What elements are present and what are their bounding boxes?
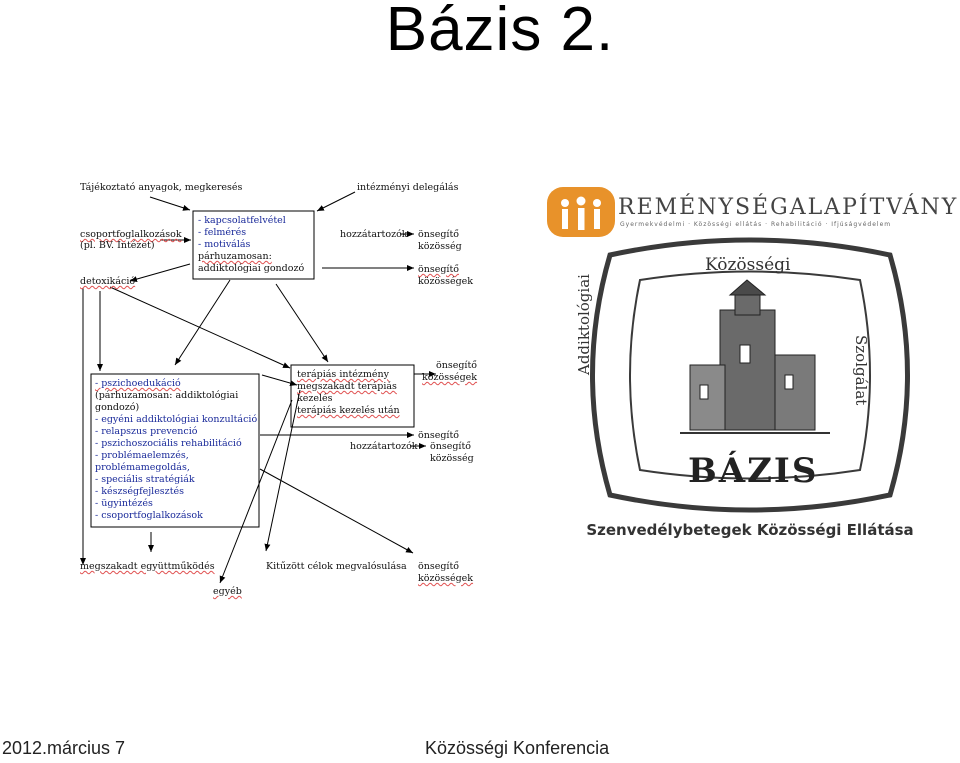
- footer-event: Közösségi Konferencia: [425, 738, 610, 758]
- main-item: - ügyintézés: [95, 498, 153, 509]
- footer-date: 2012.március 7: [2, 738, 126, 758]
- slide-title: Bázis 2.: [385, 0, 615, 64]
- therapy-item: terápiás intézmény: [297, 369, 390, 380]
- selfhelp-label: közösségek: [418, 276, 474, 287]
- main-box-border: [90, 373, 260, 528]
- selfhelp-label: önsegítő: [418, 561, 459, 572]
- goals-achieved-label: Kitűzött célok megvalósulása: [266, 561, 407, 572]
- intake-item: addiktológiai gondozó: [198, 263, 305, 274]
- seal-top-text: Közösségi: [705, 255, 791, 275]
- main-item: (párhuzamosan: addiktológiai: [95, 390, 239, 401]
- foundation-logo: REMÉNYSÉGALAPÍTVÁNY Gyermekvédelmi · Köz…: [540, 175, 960, 555]
- therapy-item: kezelés: [297, 393, 333, 404]
- selfhelp-label: önsegítő: [418, 264, 459, 275]
- selfhelp-label: közösség: [430, 453, 474, 464]
- selfhelp-label: önsegítő: [418, 229, 459, 240]
- main-item: - speciális stratégiák: [95, 474, 195, 485]
- therapy-item: megszakadt terápiás: [297, 381, 397, 392]
- info-materials-label: Tájékoztató anyagok, megkeresés: [80, 182, 243, 193]
- selfhelp-label: közösségek: [418, 573, 474, 584]
- relatives-label: hozzátartozók: [340, 229, 408, 240]
- foundation-emblem-icon: [547, 187, 615, 237]
- other-label: egyéb: [213, 586, 242, 597]
- therapy-box-border: [290, 364, 415, 428]
- selfhelp-label: önsegítő: [436, 360, 477, 371]
- institutional-delegation-label: intézményi delegálás: [357, 182, 459, 193]
- service-name: Szenvedélybetegek Közösségi Ellátása: [586, 521, 914, 539]
- detox-label: detoxikáció: [80, 276, 136, 287]
- bazis-seal-icon: [590, 237, 910, 513]
- selfhelp-label: önsegítő: [418, 430, 459, 441]
- main-item: - készségfejlesztés: [95, 486, 185, 497]
- main-item: - problémaelemzés,: [95, 450, 189, 461]
- seal-left-text: Addiktológiai: [575, 274, 593, 375]
- intake-item: párhuzamosan:: [198, 251, 272, 262]
- seal-bottom-text: BÁZIS: [688, 451, 819, 491]
- therapy-item: terápiás kezelés után: [297, 405, 400, 416]
- main-item: gondozó): [95, 402, 140, 413]
- main-item: - relapszus prevenció: [95, 426, 198, 437]
- main-item: - csoportfoglalkozások: [95, 510, 203, 521]
- main-item: problémamegoldás,: [95, 462, 190, 473]
- selfhelp-label: közösségek: [422, 372, 478, 383]
- main-item: - egyéni addiktológiai konzultáció: [95, 414, 258, 425]
- intake-item: - motiválás: [198, 239, 251, 250]
- broken-cooperation-label: megszakadt együttműködés: [80, 561, 215, 572]
- group-sessions-label: csoportfoglalkozások: [80, 229, 182, 240]
- foundation-name: REMÉNYSÉGALAPÍTVÁNY: [618, 195, 959, 220]
- foundation-tagline: Gyermekvédelmi · Közösségi ellátás · Reh…: [620, 221, 892, 228]
- intake-item: - kapcsolatfelvétel: [198, 215, 286, 226]
- selfhelp-label: önsegítő: [430, 441, 471, 452]
- intake-item: - felmérés: [198, 227, 247, 238]
- seal-right-text: Szolgálat: [852, 335, 870, 406]
- intake-box-border: [192, 210, 315, 280]
- relatives-label: hozzátartozók: [350, 441, 418, 452]
- main-item: - pszichoszociális rehabilitáció: [95, 438, 242, 449]
- group-sessions-example: (pl. BV. Intézet): [80, 240, 155, 251]
- main-item: - pszichoedukáció: [95, 378, 181, 389]
- selfhelp-label: közösség: [418, 241, 462, 252]
